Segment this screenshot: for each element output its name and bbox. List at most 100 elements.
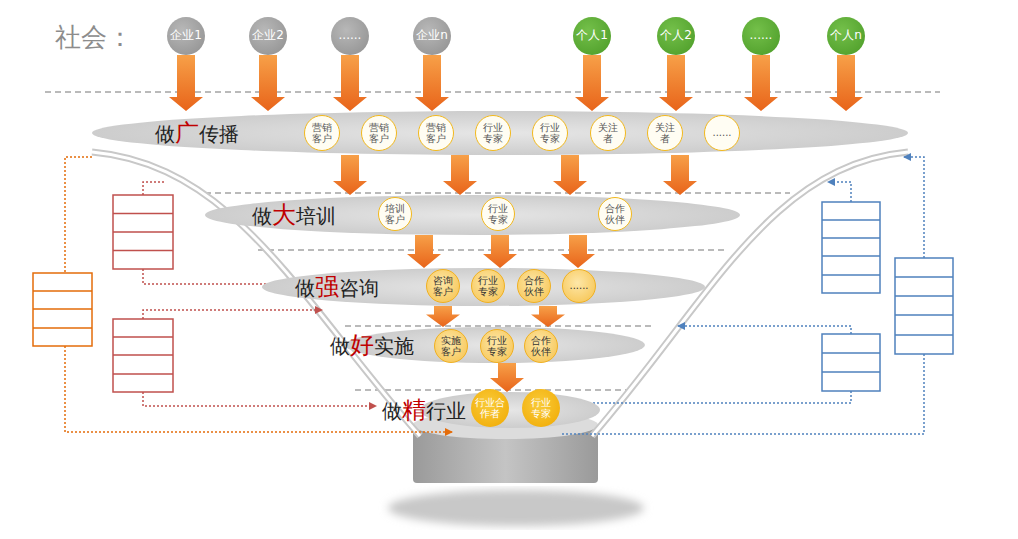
stage-label-char: 训 [316, 204, 336, 228]
stage-label-char: 做 [382, 399, 402, 423]
person-circle: 个人1 [573, 17, 611, 55]
band-ellipse-shape [205, 195, 740, 235]
circle-text: 企业1 [169, 29, 203, 43]
flow-arrow [169, 55, 203, 111]
company-circle: ...... [331, 17, 369, 55]
dashed-dividers [45, 92, 940, 390]
stage-label: 做广传播 [155, 121, 239, 145]
band-ellipse-shape [420, 392, 600, 428]
circle-text: 实施客户 [440, 335, 462, 358]
stage-band: 做广传播营销客户营销客户营销客户行业专家行业专家关注者关注者...... [92, 111, 908, 155]
flow-arrow [531, 306, 565, 327]
role-circle: 行业专家 [475, 115, 511, 151]
stage-label: 做精行业 [382, 398, 466, 422]
stage-label: 做好实施 [330, 333, 414, 357]
circle-text: ...... [707, 127, 737, 139]
circle-text: 行业专家 [482, 122, 504, 145]
stage-label-char: 实 [374, 334, 394, 358]
stage-band: 做好实施实施客户行业专家合作伙伴 [345, 327, 645, 363]
company-circle: 企业1 [167, 17, 205, 55]
circle-text: 行业专家 [477, 275, 499, 298]
flow-arrow [490, 363, 524, 392]
flow-arrow [426, 306, 460, 327]
stage-label-char: 询 [359, 276, 379, 300]
role-circle: ...... [704, 115, 740, 151]
company-circle: 企业n [413, 17, 451, 55]
circle-text: 咨询客户 [432, 275, 454, 298]
stage-label-char: 精 [402, 396, 426, 424]
stage-band: 做大培训 培训客户 行业专家 合作伙伴 [205, 195, 740, 235]
circle-text: 行业专家 [486, 335, 508, 358]
flow-arrow [333, 55, 367, 111]
role-circle: ...... [562, 269, 596, 303]
role-circle: 行业专家 [481, 197, 515, 231]
stage-label-char: 做 [252, 204, 272, 228]
circle-text: 合作伙伴 [523, 275, 545, 298]
role-circle: 行业专家 [522, 389, 560, 427]
circle-text: 行业专家 [530, 397, 552, 420]
stage-label-char: 大 [272, 201, 296, 229]
role-circle: 行业专家 [471, 269, 505, 303]
stage-label-char: 做 [295, 276, 315, 300]
circle-text: 合作伙伴 [530, 335, 552, 358]
person-circle: 个人n [827, 17, 865, 55]
side-stacks [33, 195, 953, 392]
circle-text: 个人n [829, 29, 863, 43]
role-circle: 关注者 [647, 115, 683, 151]
role-circle: 行业专家 [480, 329, 514, 363]
circle-text: ...... [744, 29, 778, 43]
band-ellipse-shape [262, 268, 705, 306]
flow-arrow [575, 55, 609, 111]
company-circle: 企业2 [249, 17, 287, 55]
role-circle: 实施客户 [434, 329, 468, 363]
shadow [388, 490, 644, 526]
circle-text: 合作伙伴 [604, 203, 626, 226]
circle-text: 行业合作者 [475, 397, 506, 420]
circle-text: 关注者 [597, 122, 619, 145]
flow-arrow [443, 155, 477, 195]
role-circle: 营销客户 [361, 115, 397, 151]
circle-text: 个人2 [659, 29, 693, 43]
stage-label-char: 传 [199, 122, 219, 146]
circle-text: 企业n [415, 29, 449, 43]
role-circle: 行业合作者 [471, 389, 509, 427]
flow-arrow [663, 155, 697, 195]
role-circle: 营销客户 [304, 115, 340, 151]
role-circle: 咨询客户 [426, 269, 460, 303]
role-circle: 行业专家 [532, 115, 568, 151]
circle-text: ...... [333, 29, 367, 43]
stage-label-char: 强 [315, 273, 339, 301]
circle-text: 营销客户 [368, 122, 390, 145]
stage-label: 做大培训 [252, 203, 336, 227]
flow-arrow [659, 55, 693, 111]
flow-arrow [333, 155, 367, 195]
band-ellipse-shape [345, 327, 645, 363]
circle-text: 个人1 [575, 29, 609, 43]
flow-arrow [251, 55, 285, 111]
role-circle: 合作伙伴 [517, 269, 551, 303]
stage-band: 做精行业行业合作者行业专家 [420, 392, 600, 428]
flow-arrow [407, 235, 441, 268]
person-circle: ...... [742, 17, 780, 55]
flow-arrow [829, 55, 863, 111]
role-circle: 合作伙伴 [598, 197, 632, 231]
band-ellipse-shape [92, 111, 908, 155]
circle-text: 行业专家 [539, 122, 561, 145]
flow-arrow [415, 55, 449, 111]
stage-band: 做强咨询 咨询客户 行业专家 合作伙伴...... [262, 268, 705, 306]
stage-label-char: 做 [155, 122, 175, 146]
stage-label-char: 施 [394, 334, 414, 358]
stage-label: 做强咨询 [295, 275, 379, 299]
stage-label-char: 好 [350, 331, 374, 359]
society-label: 社会： [55, 20, 133, 55]
circle-text: 企业2 [251, 29, 285, 43]
circle-text: 培训客户 [384, 203, 406, 226]
role-circle: 合作伙伴 [524, 329, 558, 363]
role-circle: 培训客户 [378, 197, 412, 231]
stage-label-char: 咨 [339, 276, 359, 300]
role-circle: 关注者 [590, 115, 626, 151]
flow-arrow [553, 155, 587, 195]
circle-text: 行业专家 [487, 203, 509, 226]
flow-arrow [561, 235, 595, 268]
